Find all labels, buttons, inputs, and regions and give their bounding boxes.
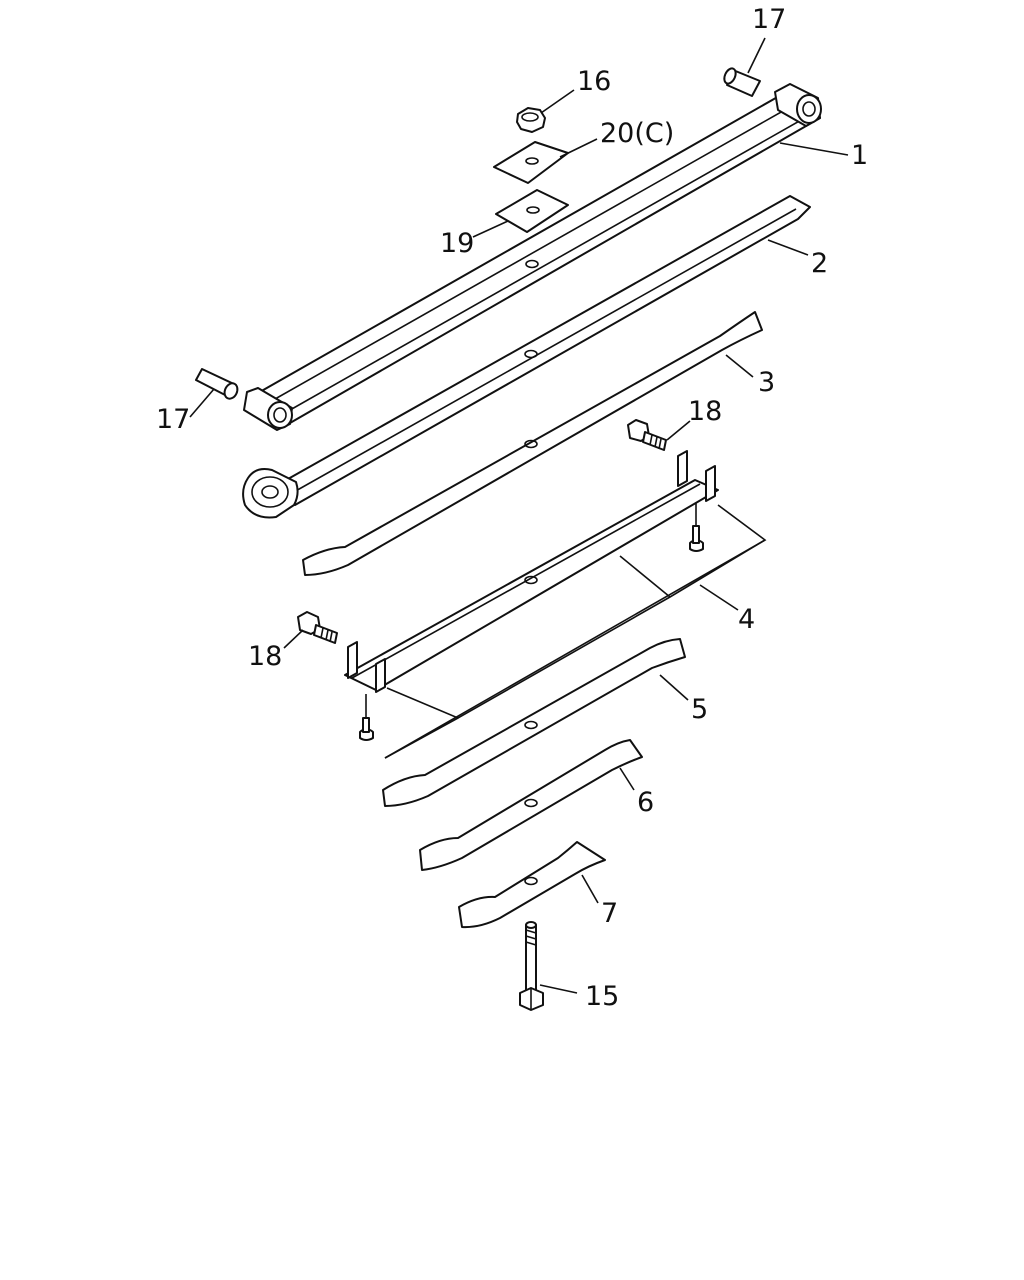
label-20c: 20(C): [600, 118, 674, 149]
bolt-18-lower: [297, 611, 338, 644]
center-bolt-15: [519, 921, 544, 1011]
leaf-3: [302, 311, 763, 576]
leader-lines: [189, 37, 849, 994]
plate-19: [495, 189, 569, 233]
label-17-left: 17: [156, 404, 190, 435]
label-17-top: 17: [752, 4, 786, 35]
leaf-4-with-clips: [344, 450, 767, 759]
label-7: 7: [601, 898, 618, 929]
part-labels: 17 16 20(C) 1 19 2 3 17 18 4 18 5 6 7 15: [156, 4, 868, 1012]
label-18-lower: 18: [248, 641, 282, 672]
rivet-lower: [359, 694, 374, 741]
label-16: 16: [577, 66, 611, 97]
nut-16: [516, 107, 546, 133]
leaf-7: [458, 841, 606, 929]
label-2: 2: [811, 248, 828, 279]
label-4: 4: [738, 604, 755, 635]
label-15: 15: [585, 981, 619, 1012]
bushing-17-left: [195, 368, 239, 400]
rivet-upper: [689, 503, 704, 552]
label-5: 5: [691, 694, 708, 725]
label-6: 6: [637, 787, 654, 818]
main-leaf-1: [243, 83, 822, 431]
leaf-2: [242, 195, 811, 519]
label-1: 1: [851, 140, 868, 171]
leaf-5: [382, 638, 686, 807]
label-3: 3: [758, 367, 775, 398]
bolt-18-top: [627, 419, 667, 451]
plate-20c: [493, 141, 569, 184]
bushing-17-top: [723, 67, 761, 97]
leaf-6: [419, 739, 643, 871]
label-18-top: 18: [688, 396, 722, 427]
label-19: 19: [440, 228, 474, 259]
